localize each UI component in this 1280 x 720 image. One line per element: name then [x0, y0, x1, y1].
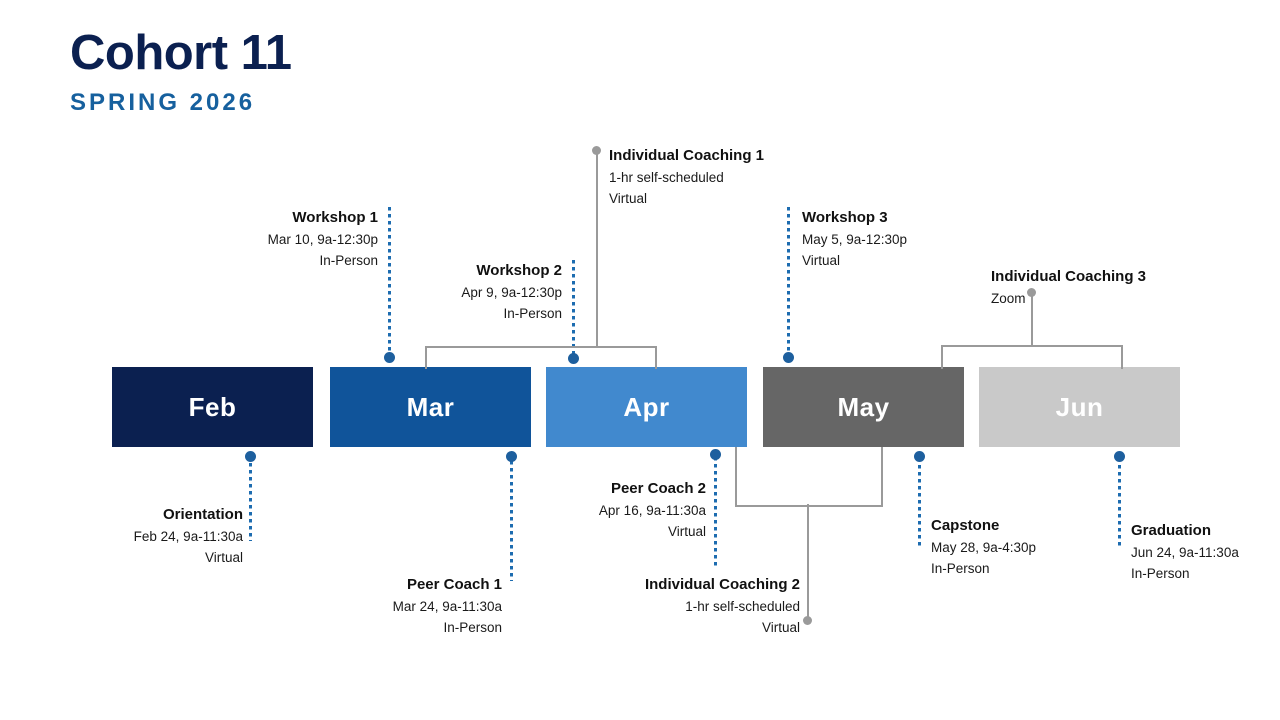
- event-detail-date: Jun 24, 9a-11:30a: [1131, 544, 1239, 560]
- month-bar-feb[interactable]: Feb: [112, 367, 313, 447]
- event-capstone[interactable]: Capstone May 28, 9a-4:30p In-Person: [931, 515, 1111, 580]
- event-detail-date: Feb 24, 9a-11:30a: [133, 528, 243, 544]
- connector-stem-individual-coaching-3: [1031, 293, 1033, 347]
- connector-stem-individual-coaching-2: [807, 504, 809, 619]
- connector-dot-orientation: [245, 451, 256, 462]
- event-detail-date: Mar 24, 9a-11:30a: [392, 598, 502, 614]
- event-title: Individual Coaching 2: [644, 576, 800, 593]
- event-detail-mode: In-Person: [1131, 566, 1190, 582]
- event-detail-date: 1-hr self-scheduled: [609, 169, 724, 185]
- connector-line-workshop-2: [572, 260, 575, 360]
- month-label: Mar: [406, 391, 455, 422]
- connector-line-peer-coach-2: [714, 457, 717, 567]
- event-peer-coach-1[interactable]: Peer Coach 1 Mar 24, 9a-11:30a In-Person: [342, 574, 502, 639]
- month-label: Feb: [188, 391, 237, 422]
- event-detail-mode: Virtual: [204, 550, 243, 566]
- event-detail-date: Apr 9, 9a-12:30p: [461, 284, 562, 300]
- event-detail-date: Apr 16, 9a-11:30a: [598, 502, 706, 518]
- event-title: Workshop 2: [476, 262, 562, 279]
- title-block: Cohort 11 SPRING 2026: [70, 26, 292, 117]
- connector-dot-individual-coaching-1: [592, 146, 601, 155]
- connector-line-workshop-1: [388, 207, 391, 359]
- event-peer-coach-2[interactable]: Peer Coach 2 Apr 16, 9a-11:30a Virtual: [546, 478, 706, 543]
- event-title: Orientation: [162, 506, 243, 523]
- connector-dot-workshop-2: [568, 353, 579, 364]
- connector-line-graduation: [1118, 458, 1121, 548]
- event-detail-date: 1-hr self-scheduled: [685, 598, 800, 614]
- event-detail-date: Mar 10, 9a-12:30p: [267, 231, 378, 247]
- connector-line-peer-coach-1: [510, 461, 513, 581]
- connector-stem-individual-coaching-1: [596, 152, 598, 348]
- connector-dot-workshop-1: [384, 352, 395, 363]
- event-workshop-3[interactable]: Workshop 3 May 5, 9a-12:30p Virtual: [802, 207, 1002, 272]
- month-bar-apr[interactable]: Apr: [546, 367, 747, 447]
- connector-dot-capstone: [914, 451, 925, 462]
- event-individual-coaching-1[interactable]: Individual Coaching 1 1-hr self-schedule…: [609, 145, 829, 210]
- connector-dot-individual-coaching-3: [1027, 288, 1036, 297]
- event-detail-mode: In-Person: [503, 306, 562, 322]
- event-individual-coaching-2[interactable]: Individual Coaching 2 1-hr self-schedule…: [580, 574, 800, 639]
- event-detail-mode: In-Person: [443, 620, 502, 636]
- event-detail-mode: Virtual: [802, 253, 841, 269]
- event-detail-date: May 5, 9a-12:30p: [802, 231, 908, 247]
- event-title: Workshop 3: [802, 209, 888, 226]
- event-detail-mode: In-Person: [319, 253, 378, 269]
- page-title: Cohort 11: [70, 26, 292, 80]
- connector-bracket-individual-coaching-1: [425, 346, 657, 369]
- event-individual-coaching-3[interactable]: Individual Coaching 3 Zoom: [991, 266, 1211, 309]
- event-title: Individual Coaching 3: [991, 268, 1147, 285]
- event-title: Peer Coach 2: [610, 480, 706, 497]
- connector-bracket-individual-coaching-3: [941, 345, 1123, 369]
- connector-dot-peer-coach-2: [710, 449, 721, 460]
- event-detail-mode: Virtual: [667, 524, 706, 540]
- page-subtitle: SPRING 2026: [70, 89, 256, 117]
- month-label: May: [837, 391, 890, 422]
- connector-line-capstone: [918, 458, 921, 548]
- connector-dot-graduation: [1114, 451, 1125, 462]
- month-label: Jun: [1055, 391, 1104, 422]
- month-label: Apr: [623, 391, 670, 422]
- event-title: Capstone: [931, 517, 1000, 534]
- event-title: Workshop 1: [292, 209, 378, 226]
- connector-dot-workshop-3: [783, 352, 794, 363]
- month-bar-jun[interactable]: Jun: [979, 367, 1180, 447]
- connector-line-workshop-3: [787, 207, 790, 359]
- event-detail-date: May 28, 9a-4:30p: [931, 539, 1037, 555]
- event-workshop-1[interactable]: Workshop 1 Mar 10, 9a-12:30p In-Person: [218, 207, 378, 272]
- event-detail-mode: Virtual: [609, 191, 648, 207]
- event-orientation[interactable]: Orientation Feb 24, 9a-11:30a Virtual: [83, 504, 243, 569]
- event-title: Individual Coaching 1: [609, 147, 765, 164]
- month-bar-may[interactable]: May: [763, 367, 964, 447]
- event-graduation[interactable]: Graduation Jun 24, 9a-11:30a In-Person: [1131, 520, 1280, 585]
- event-title: Graduation: [1131, 522, 1212, 539]
- month-bar-mar[interactable]: Mar: [330, 367, 531, 447]
- event-workshop-2[interactable]: Workshop 2 Apr 9, 9a-12:30p In-Person: [402, 260, 562, 325]
- event-detail-mode: In-Person: [931, 561, 990, 577]
- event-detail-mode: Virtual: [761, 620, 800, 636]
- connector-dot-individual-coaching-2: [803, 616, 812, 625]
- connector-dot-peer-coach-1: [506, 451, 517, 462]
- connector-bracket-individual-coaching-2: [735, 447, 883, 507]
- connector-line-orientation: [249, 456, 252, 541]
- event-title: Peer Coach 1: [406, 576, 502, 593]
- event-detail-date: Zoom: [991, 290, 1026, 306]
